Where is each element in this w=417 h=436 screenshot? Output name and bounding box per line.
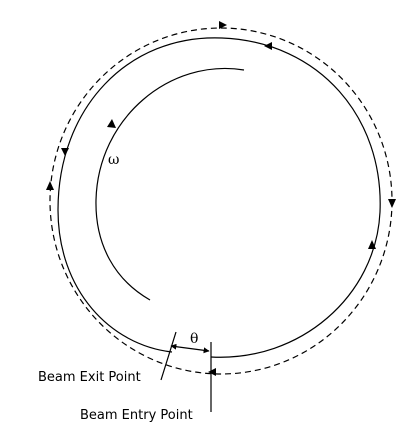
dashed-orbit-arrow-right — [388, 199, 396, 208]
dashed-orbit-arrow-top — [219, 21, 227, 29]
omega-rotation-arc — [95, 67, 245, 301]
beam-entry-label: Beam Entry Point — [80, 408, 193, 423]
beam-exit-label: Beam Exit Point — [38, 370, 141, 385]
omega-arc-arrow — [107, 119, 116, 128]
beam-exit-line — [160, 331, 177, 381]
dashed-orbit-arrow-left — [46, 181, 54, 190]
solid-orbit-arrow-right — [368, 240, 376, 249]
solid-orbit-arrow-left — [61, 148, 69, 156]
theta-label: θ — [190, 331, 198, 347]
solid-orbit-arrow-top — [264, 42, 272, 50]
dashed-orbit-arrow-bottom — [208, 368, 216, 376]
outer-dashed-orbit — [49, 27, 393, 375]
solid-beam-orbit — [57, 37, 381, 358]
theta-measure-line — [170, 343, 210, 354]
omega-label: ω — [108, 152, 119, 168]
